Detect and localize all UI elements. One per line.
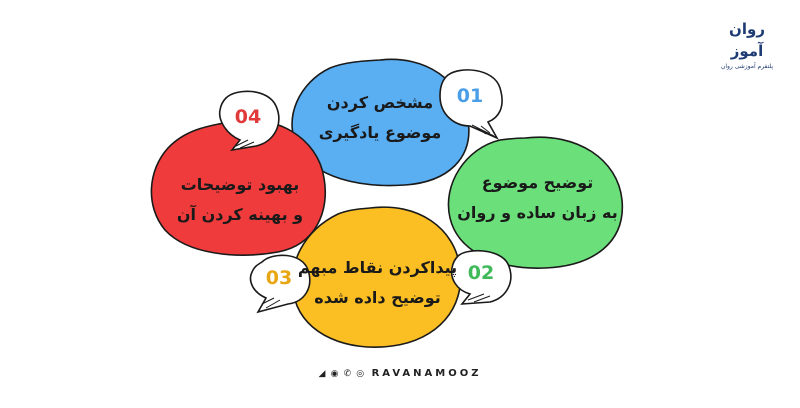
step-04-number: 04 — [234, 106, 262, 128]
step-04-text: بهبود توضیحات و بهینه کردن آن — [165, 170, 315, 230]
step-01-line1: مشخص کردن — [326, 93, 434, 112]
brand-logo: روان آموز پلتفرم آموزشی روان — [716, 18, 778, 70]
step-03-text: پیداکردن نقاط مبهم توضیح داده شده — [295, 253, 460, 313]
step-02-line2: به زبان ساده و روان — [457, 203, 618, 222]
step-03-number: 03 — [265, 267, 293, 289]
step-01-badge — [439, 69, 503, 140]
step-03-badge — [249, 254, 311, 314]
step-04-line2: و بهینه کردن آن — [176, 205, 304, 224]
step-02-text: توضیح موضوع به زبان ساده و روان — [455, 168, 620, 228]
step-03-blob — [291, 206, 462, 348]
step-01-text: مشخص کردن موضوع یادگیری — [300, 88, 460, 148]
step-04-line1: بهبود توضیحات — [180, 175, 300, 194]
step-02-line1: توضیح موضوع — [481, 173, 594, 192]
step-03-line2: توضیح داده شده — [314, 288, 441, 307]
logo-text: روان آموز — [729, 20, 765, 60]
step-01-number: 01 — [456, 85, 484, 107]
social-handle: RAVANAMOOZ — [371, 368, 482, 379]
step-02-badge — [450, 249, 512, 305]
step-04-badge — [218, 90, 280, 152]
logo-tagline: پلتفرم آموزشی روان — [720, 63, 774, 70]
social-footer: ◢ ◉ ✆ ◎ RAVANAMOOZ — [0, 368, 800, 379]
step-03-line1: پیداکردن نقاط مبهم — [297, 258, 458, 277]
social-icons: ◢ ◉ ✆ ◎ — [318, 369, 366, 379]
step-02-number: 02 — [467, 262, 495, 284]
step-04-blob — [150, 119, 326, 256]
step-01-line2: موضوع یادگیری — [318, 123, 442, 142]
